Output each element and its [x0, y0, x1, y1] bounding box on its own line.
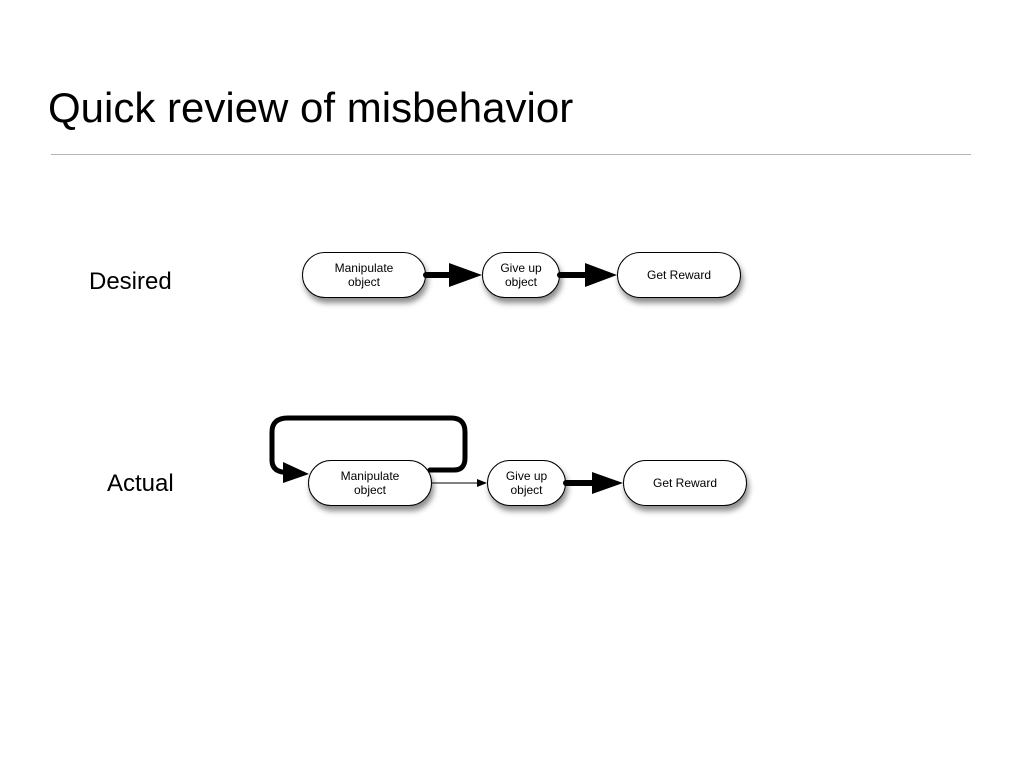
actual-give-up-node: Give up object: [487, 460, 566, 506]
desired-arrow-giveup-to-reward: [557, 263, 617, 287]
slide-title: Quick review of misbehavior: [48, 84, 574, 131]
actual-manipulate-node: Manipulate object: [308, 460, 432, 506]
desired-row-label: Desired: [89, 268, 172, 295]
desired-arrow-manipulate-to-giveup: [423, 263, 482, 287]
actual-row-label: Actual: [107, 470, 174, 497]
actual-arrow-manipulate-to-giveup: [432, 479, 487, 487]
desired-reward-node: Get Reward: [617, 252, 741, 298]
actual-arrow-giveup-to-reward: [563, 472, 623, 494]
desired-manipulate-node: Manipulate object: [302, 252, 426, 298]
title-divider: [51, 154, 971, 155]
desired-give-up-node: Give up object: [482, 252, 560, 298]
actual-reward-node: Get Reward: [623, 460, 747, 506]
